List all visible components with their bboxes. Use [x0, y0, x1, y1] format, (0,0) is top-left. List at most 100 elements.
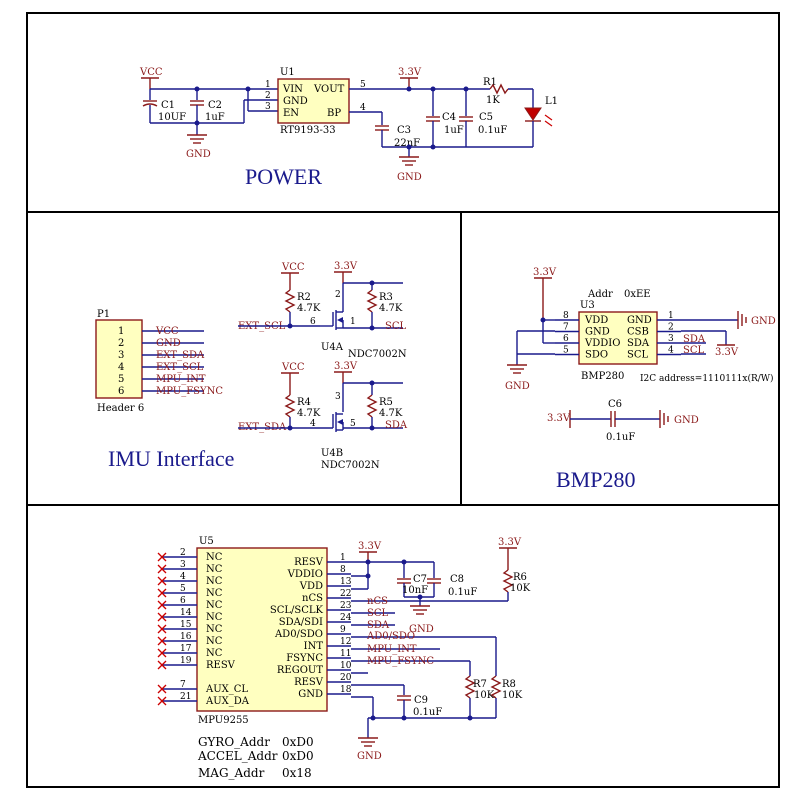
no-connect-mark: [157, 552, 167, 562]
u5-left-pin-name: AUX_DA: [205, 696, 250, 707]
gnd-label-bmp-right: GND: [751, 316, 776, 327]
u5-right-pin-num: 1: [340, 553, 346, 563]
sda-net-imu: SDA: [385, 420, 408, 431]
u5-right-pin-num: 22: [340, 589, 351, 599]
no-connect-mark: [157, 624, 167, 634]
u1-part: RT9193-33: [280, 125, 336, 136]
u3-right-pin-name: SCL: [627, 350, 649, 361]
r4-value: 4.7K: [297, 408, 321, 419]
u1-body: [277, 78, 350, 124]
c2-ref: C2: [208, 100, 222, 111]
gnd-label-2: GND: [397, 172, 422, 183]
no-connect-mark: [157, 636, 167, 646]
u5-left-pin-name: NC: [206, 552, 223, 563]
r7-ref: R7: [473, 679, 487, 690]
scl-net-bmp: SCL: [683, 345, 705, 356]
u3-body: [578, 311, 658, 365]
u5-ref: U5: [199, 536, 214, 547]
r3-ref: R3: [379, 292, 393, 303]
vcc-label-r4: VCC: [281, 362, 305, 373]
u1-pin2-num: 2: [265, 91, 271, 101]
u5-right-pin-num: 11: [340, 649, 351, 659]
no-connect-mark: [157, 576, 167, 586]
u5-left-pin-name: RESV: [206, 660, 236, 671]
u4b-pin4: 4: [310, 419, 316, 429]
gnd-label-bmp-left: GND: [505, 381, 530, 392]
c4-ref: C4: [442, 112, 456, 123]
u1-en: EN: [283, 108, 299, 119]
r4-ref: R4: [297, 397, 311, 408]
u3-left-pin-name: VDDIO: [584, 338, 620, 349]
u3-left-pin-name: SDO: [585, 350, 608, 361]
p1-pin-num: 3: [118, 350, 124, 361]
u5-left-pin-num: 15: [180, 620, 192, 630]
u3-right-pin-name: SDA: [627, 338, 650, 349]
ad0-net: AD0/SDO: [366, 631, 415, 642]
p1-ref: P1: [97, 309, 110, 320]
u3-right-pin-num: 2: [668, 323, 674, 333]
u5-left-pin-name: NC: [206, 612, 223, 623]
u3-right-pin-num: 4: [668, 346, 674, 356]
no-connect-mark: [157, 684, 167, 694]
u5-right-pin-name: AD0/SDO: [274, 629, 323, 640]
u5-left-pin-name: AUX_CL: [205, 684, 248, 695]
u5-left-pin-name: NC: [206, 576, 223, 587]
c8-ref: C8: [450, 574, 464, 585]
no-connect-mark: [157, 600, 167, 610]
u5-body: [196, 547, 328, 712]
u1-pin5-num: 5: [360, 80, 366, 90]
c5-value: 0.1uF: [478, 125, 507, 136]
u5-left-pin-num: 5: [180, 584, 186, 594]
gnd-label-c6: GND: [674, 415, 699, 426]
c8-value: 0.1uF: [448, 587, 477, 598]
c5-ref: C5: [479, 112, 493, 123]
u5-left-pin-num: 14: [180, 608, 192, 618]
p1-net-label: MPU_INT: [156, 374, 206, 385]
u1-vout: VOUT: [313, 84, 345, 95]
r8-value: 10K: [502, 690, 523, 701]
no-connect-mark: [157, 660, 167, 670]
mpu-int-net: MPU_INT: [367, 644, 417, 655]
no-connect-mark: [157, 588, 167, 598]
u5-right-pin-name: nCS: [302, 593, 323, 604]
v33-label-u4b: 3.3V: [334, 361, 358, 372]
r8-ref: R8: [502, 679, 516, 690]
p1-net-label: EXT_SCL: [156, 362, 204, 373]
vcc-label-r2: VCC: [281, 262, 305, 273]
u5-left-pin-num: 3: [180, 560, 186, 570]
u1-pin4-num: 4: [360, 103, 366, 113]
bmp-addr-label: Addr: [587, 289, 613, 300]
no-connect-mark: [157, 696, 167, 706]
p1-pin-num: 5: [118, 374, 124, 385]
u3-part: BMP280: [581, 371, 624, 382]
imu-section-title: IMU Interface: [108, 446, 234, 471]
c6-ref: C6: [608, 399, 622, 410]
p1-pin-num: 2: [118, 338, 124, 349]
u5-right-pin-name: VDD: [299, 581, 323, 592]
scl-net-mpu: SCL: [367, 608, 389, 619]
v33-label-u4a: 3.3V: [334, 261, 358, 272]
p1-net-label: MPU_FSYNC: [156, 386, 223, 397]
u5-left-pin-num: 21: [180, 692, 191, 702]
p1-net-label: EXT_SDA: [156, 350, 205, 361]
bmp-addr-value: 0xEE: [624, 289, 651, 300]
u5-right-pin-num: 10: [340, 661, 352, 671]
c3-ref: C3: [397, 125, 411, 136]
c2-value: 1uF: [205, 112, 225, 123]
mag-addr-value: 0x18: [282, 766, 312, 780]
r6-ref: R6: [513, 572, 527, 583]
u5-left-pin-num: 6: [180, 596, 186, 606]
u3-left-pin-num: 7: [563, 323, 569, 333]
u5-left-pin-name: NC: [206, 636, 223, 647]
r7-value: 10K: [474, 690, 495, 701]
no-connect-mark: [157, 648, 167, 658]
no-connect-mark: [157, 564, 167, 574]
p1-net-label: GND: [156, 338, 181, 349]
u5-left-pin-name: NC: [206, 564, 223, 575]
r6-value: 10K: [510, 583, 531, 594]
bmp-section-title: BMP280: [556, 467, 635, 492]
gyro-addr-name: GYRO_Addr: [198, 735, 270, 749]
u4a-pin1: 1: [350, 317, 356, 327]
u5-right-pin-num: 12: [340, 637, 351, 647]
r1-ref: R1: [483, 77, 497, 88]
